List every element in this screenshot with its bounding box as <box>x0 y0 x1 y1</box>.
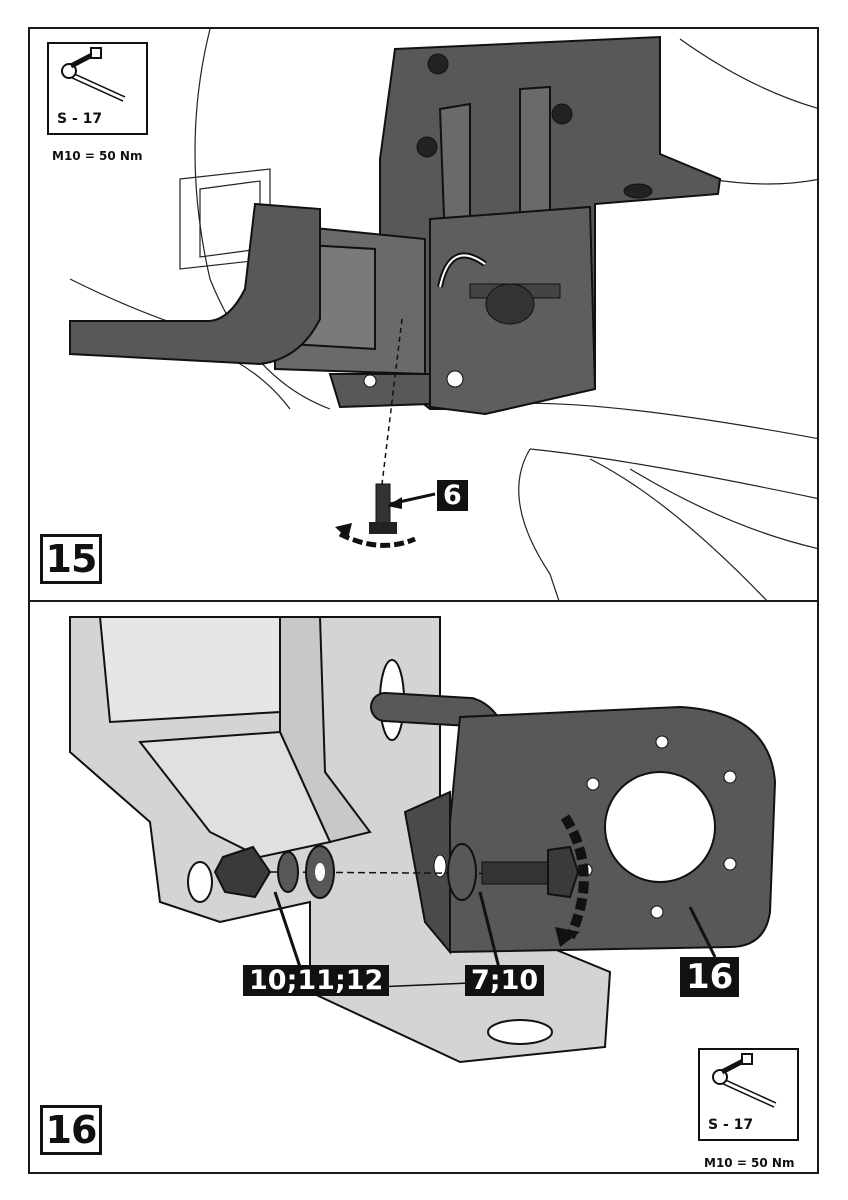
step-number: 16 <box>40 1105 102 1155</box>
part-callout-16: 16 <box>680 957 740 997</box>
step-number: 15 <box>40 534 102 584</box>
part-callout-10-11-12: 10;11;12 <box>243 965 390 996</box>
torque-spec: M10 = 50 Nm <box>704 1156 795 1170</box>
part-callout-6: 6 <box>437 480 468 511</box>
tool-box: S - 17 <box>698 1048 799 1141</box>
step-16-illustration <box>69 616 777 1064</box>
torque-spec: M10 = 50 Nm <box>52 149 143 163</box>
step-16-panel: 10;11;12 7;10 16 S - 17 M10 = 50 Nm 16 <box>28 600 819 1174</box>
part-callout-7-10: 7;10 <box>465 965 545 996</box>
step-15-illustration <box>69 29 817 600</box>
step-15-panel: S - 17 M10 = 50 Nm 6 15 <box>28 27 819 602</box>
tool-box: S - 17 <box>47 42 148 135</box>
tool-size-label: S - 17 <box>708 1117 754 1133</box>
socket-wrench-icon <box>712 1053 777 1108</box>
tool-size-label: S - 17 <box>57 111 103 127</box>
socket-wrench-icon <box>61 47 126 102</box>
